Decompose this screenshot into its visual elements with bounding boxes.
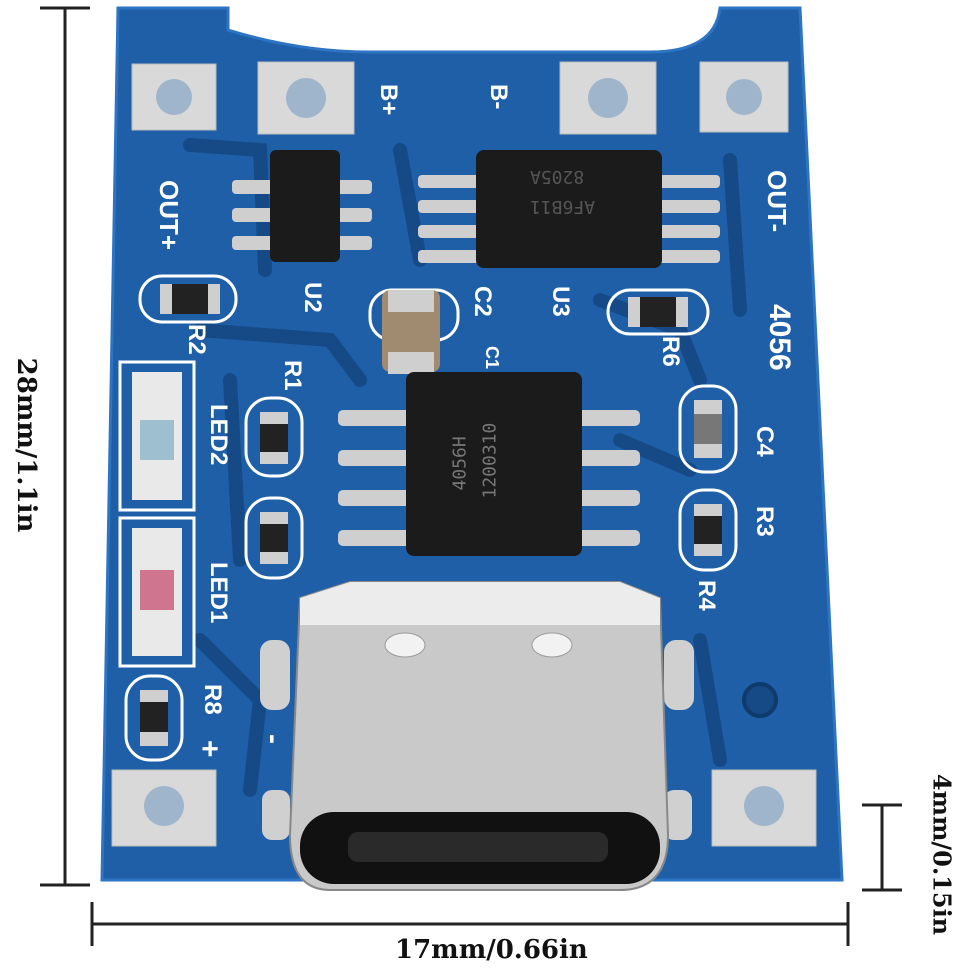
tp4056-marking-2: 1200310 [479, 422, 501, 499]
r8-resistor [124, 674, 184, 762]
c2-label: C2 [469, 286, 496, 317]
width-label: 17mm/0.66in [395, 935, 588, 965]
solder-pads [111, 61, 817, 847]
u2-label: U2 [299, 282, 326, 313]
u3-chip [418, 150, 720, 268]
tp4056-chip [338, 372, 640, 556]
r1-resistor [244, 396, 304, 478]
c2-capacitor [368, 288, 460, 374]
r6-resistor [606, 288, 710, 336]
in-minus-label: - [257, 734, 290, 744]
r1-label: R1 [279, 360, 306, 391]
led2 [118, 360, 196, 512]
r3-resistor [678, 488, 738, 572]
led1-label: LED1 [205, 562, 232, 624]
r-small-resistor [244, 496, 304, 580]
c4-label: C4 [751, 426, 778, 457]
model-label: 4056 [763, 304, 796, 371]
usb-c-connector [260, 581, 694, 891]
r4-label: R4 [693, 580, 720, 611]
led2-label: LED2 [205, 404, 232, 466]
r8-label: R8 [199, 684, 226, 715]
r2-resistor [138, 274, 238, 324]
height-dimension-line [40, 6, 90, 887]
r6-label: R6 [657, 336, 684, 367]
tp4056-marking-1: 4056H [449, 436, 471, 491]
r2-label: R2 [183, 324, 210, 355]
thickness-dimension-line [862, 803, 902, 892]
c4-capacitor [678, 384, 738, 474]
in-plus-label: + [193, 740, 226, 758]
out-plus-label: OUT+ [154, 180, 184, 251]
u3-label: U3 [547, 286, 574, 317]
r3-label: R3 [751, 506, 778, 537]
u3-marking-1: 8205A [530, 166, 585, 187]
b-plus-label: B+ [375, 84, 402, 116]
u2-chip [232, 150, 372, 262]
b-minus-label: B- [485, 84, 512, 110]
out-minus-label: OUT- [762, 170, 792, 233]
u3-marking-2: AF6B11 [530, 196, 596, 217]
c1-label: C1 [482, 346, 502, 370]
width-dimension-line [90, 902, 850, 946]
led1 [118, 516, 196, 668]
